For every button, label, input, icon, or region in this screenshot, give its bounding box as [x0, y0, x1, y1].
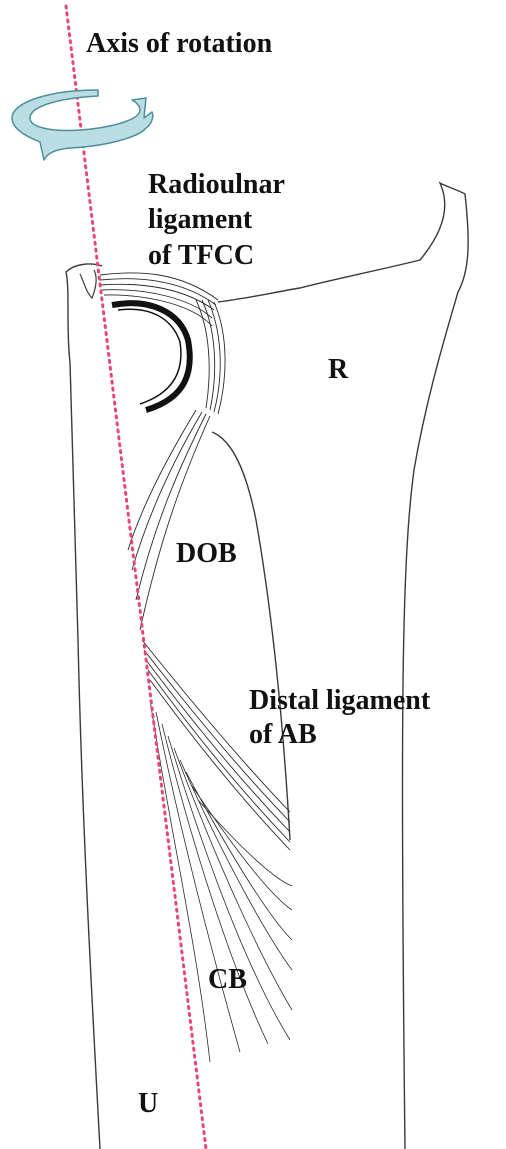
radioulnar-label-line3: of TFCC — [148, 240, 254, 271]
radioulnar-label-line2: ligament — [148, 204, 253, 235]
radius-medial-edge — [212, 432, 290, 840]
ulna-bone-outline — [66, 264, 102, 1149]
radius-label: R — [328, 354, 349, 385]
sigmoid-notch-cartilage — [112, 303, 190, 410]
distal-ligament-label-line1: Distal ligament — [249, 685, 431, 716]
ulna-label: U — [138, 1088, 158, 1119]
axis-of-rotation-label: Axis of rotation — [86, 28, 273, 59]
cb-label: CB — [208, 964, 247, 995]
dob-label: DOB — [176, 538, 237, 569]
distal-ligament-label-line2: of AB — [249, 719, 317, 750]
dob-fibers — [128, 410, 210, 630]
sigmoid-notch-inner — [118, 309, 181, 404]
ulnar-head-outline — [80, 270, 96, 298]
radioulnar-label-line1: Radioulnar — [148, 169, 285, 200]
radius-bone-outline — [218, 183, 468, 1149]
rotation-arrow-icon — [12, 90, 153, 160]
